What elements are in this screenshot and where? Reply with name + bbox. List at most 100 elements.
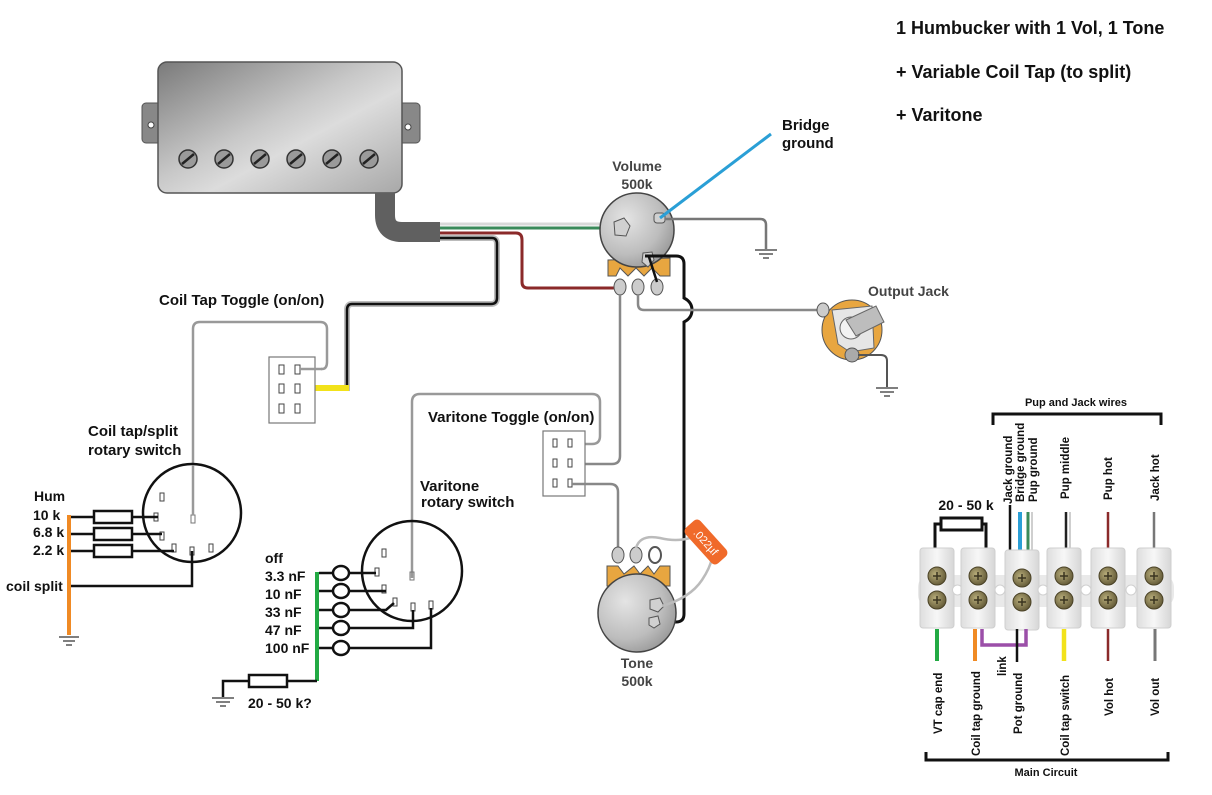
toggle-terminal	[294, 403, 301, 414]
top-wire-label-jack-hot: Jack hot	[1150, 454, 1162, 501]
output-jack: Output Jack	[816, 283, 949, 397]
terminal-block	[1090, 547, 1126, 629]
terminal-block	[1004, 549, 1040, 631]
block-resistor-label: 20 - 50 k	[938, 497, 993, 513]
top-wire-label-bridge-ground: Bridge ground	[1015, 423, 1027, 502]
toggle-terminal	[294, 383, 301, 394]
bridge-ground-label-2: ground	[782, 135, 834, 152]
pole-pieces	[178, 149, 379, 169]
solder-blob	[613, 217, 631, 237]
rotary-common-terminal	[190, 514, 196, 524]
solder-blob	[648, 615, 661, 629]
coil-tap-toggle-label: Coil Tap Toggle (on/on)	[159, 292, 324, 309]
bridge-ground-label-1: Bridge	[782, 117, 830, 134]
title-line-2: + Variable Coil Tap (to split)	[896, 62, 1131, 82]
wire-toggle-to-rotary	[191, 320, 329, 465]
resistor-10k	[71, 509, 158, 525]
tone-value: 500k	[621, 673, 652, 689]
resistor-value-6.8k: 6.8 k	[33, 524, 64, 540]
pot-body	[597, 573, 677, 653]
pickup-cover	[157, 61, 403, 194]
varitone-rotary-label-2: rotary switch	[421, 494, 514, 511]
title-line-3: + Varitone	[896, 105, 983, 125]
capacitor-47nf	[319, 610, 415, 637]
cap-value-47nf: 47 nF	[265, 622, 302, 638]
terminal-block-diagram: Pup and Jack wires Jack ground Bridge gr…	[918, 397, 1174, 779]
bottom-bracket	[924, 752, 1170, 762]
wire-black-pup-middle	[345, 236, 499, 388]
varitone-rotary-switch: Varitone rotary switch off 3.3 nF 10 nF …	[212, 478, 514, 711]
pup-jack-wires-label: Pup and Jack wires	[1025, 397, 1127, 409]
pole-screw-icon	[286, 149, 306, 169]
tone-capacitor: .022µf	[684, 519, 728, 565]
bottom-wire-label-coil-tap-ground: Coil tap ground	[971, 671, 983, 756]
resistor-icon	[939, 516, 984, 532]
varitone-toggle: Varitone Toggle (on/on)	[410, 392, 620, 578]
rotary-common-terminal	[409, 571, 415, 581]
title-line-1: 1 Humbucker with 1 Vol, 1 Tone	[896, 18, 1164, 38]
resistor-icon	[92, 509, 134, 525]
cap-value-100nf: 100 nF	[265, 640, 310, 656]
rotary-terminal	[159, 492, 165, 502]
pot-lug-3	[648, 546, 662, 564]
varitone-toggle-label: Varitone Toggle (on/on)	[428, 409, 594, 426]
link-label: link	[997, 656, 1009, 676]
toggle-terminal	[552, 478, 558, 488]
resistor-6.8k	[71, 526, 162, 542]
pickup-cable	[375, 193, 440, 242]
wire-white-shield	[302, 235, 500, 391]
pole-screw-icon	[322, 149, 342, 169]
varitone-rotary-label-1: Varitone	[420, 478, 479, 495]
jack-lug-ground	[844, 347, 860, 363]
wire-cap-lead	[661, 557, 714, 608]
bottom-wire-label-vt-cap-end: VT cap end	[933, 673, 945, 734]
bottom-wire-label-vol-out: Vol out	[1150, 678, 1162, 716]
resistor-icon	[92, 526, 134, 542]
tone-label: Tone	[621, 655, 654, 671]
coil-tap-rotary-label-1: Coil tap/split	[88, 423, 178, 440]
pole-screw-icon	[214, 149, 234, 169]
top-wire-label-pup-middle: Pup middle	[1060, 437, 1072, 499]
toggle-terminal	[278, 383, 285, 394]
resistor-value-10k: 10 k	[33, 507, 60, 523]
toggle-terminal	[552, 438, 558, 448]
pole-screw-icon	[359, 149, 379, 169]
toggle-terminal	[567, 458, 573, 468]
strip-hole	[1125, 584, 1137, 596]
resistor-icon	[92, 543, 134, 559]
toggle-body	[268, 356, 316, 424]
pickup-wires	[302, 222, 616, 391]
ground-symbol-icon	[876, 387, 898, 397]
bottom-wire-label-pot-ground: Pot ground	[1013, 673, 1025, 734]
top-wire-label-pup-hot: Pup hot	[1103, 457, 1115, 500]
rotary-terminal	[381, 548, 387, 558]
rotary-terminal	[392, 597, 398, 607]
bottom-wire-label-vol-hot: Vol hot	[1104, 678, 1116, 716]
resistor-2.2k	[71, 543, 174, 559]
bridge-ground: Bridge ground	[659, 117, 834, 220]
cap-value-33nf: 33 nF	[265, 604, 302, 620]
wire-link	[980, 629, 1028, 647]
pole-screw-icon	[250, 149, 270, 169]
capacitor-icon	[331, 601, 351, 619]
diagram-title: 1 Humbucker with 1 Vol, 1 Tone + Variabl…	[896, 18, 1164, 125]
rotary-terminal	[410, 602, 416, 612]
rotary-terminal	[159, 531, 165, 541]
jack-lug-hot	[816, 302, 830, 318]
capacitor-10nf	[319, 582, 386, 600]
bleed-resistor-label: 20 - 50 k?	[248, 695, 312, 711]
mount-hole-icon	[404, 123, 412, 131]
mount-hole-icon	[147, 121, 155, 129]
terminal-block	[960, 547, 996, 629]
toggle-body	[542, 430, 586, 497]
capacitor-3.3nf	[319, 564, 376, 582]
main-circuit-label: Main Circuit	[1015, 767, 1078, 779]
rotary-terminal	[381, 584, 387, 594]
volume-pot: Volume 500k	[599, 158, 675, 296]
pot-lug-1	[611, 546, 625, 564]
wire-vol-to-jack	[636, 294, 824, 312]
tone-pot: .022µf Tone 500k	[597, 519, 728, 689]
pot-lug-1	[613, 278, 627, 296]
cap-value-10nf: 10 nF	[265, 586, 302, 602]
rotary-terminal	[208, 543, 214, 553]
